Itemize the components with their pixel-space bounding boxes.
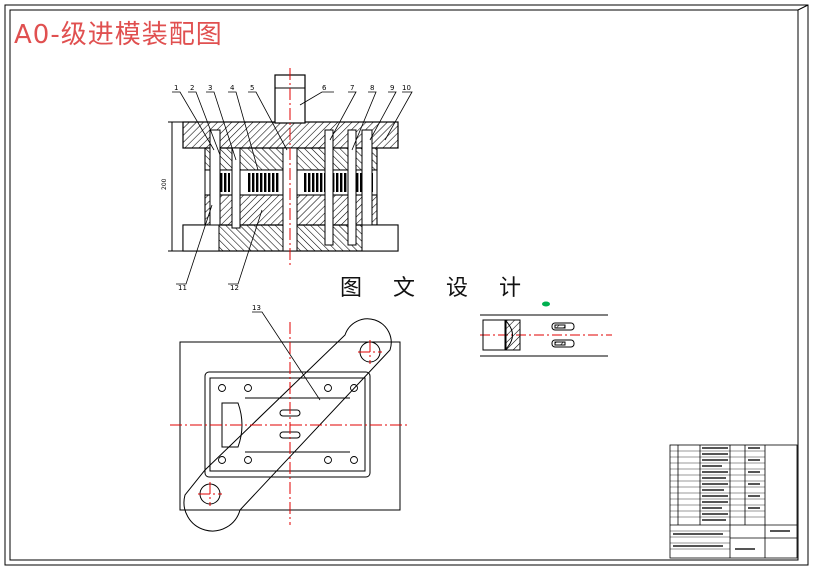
part-number: 1: [174, 84, 178, 92]
green-mark: [542, 301, 550, 307]
part-number: 7: [350, 84, 354, 92]
section-view: 200: [161, 68, 399, 265]
drawing-title: A0-级进模装配图: [14, 20, 223, 50]
part-number: 9: [390, 84, 394, 92]
title-block: [669, 444, 798, 559]
part-number: 2: [190, 84, 194, 92]
part-number: 12: [230, 284, 239, 292]
strip-layout: [480, 314, 612, 357]
part-number: 4: [230, 84, 235, 92]
part-number-labels: 1 2 3 4 5 6 7 8 9 10 11 12 13: [174, 84, 411, 312]
plan-centerlines: [170, 322, 410, 525]
watermark-text: 图 文 设 计: [340, 276, 533, 301]
title-block-fill: [673, 447, 790, 550]
part-number: 5: [250, 84, 254, 92]
part-number: 6: [322, 84, 327, 92]
part-number: 8: [370, 84, 374, 92]
title-block-rows: [670, 450, 765, 550]
part-number: 10: [402, 84, 411, 92]
drawing-frame: [4, 4, 809, 566]
part-number: 3: [208, 84, 212, 92]
part-leaders: [172, 91, 413, 401]
svg-text:200: 200: [161, 178, 168, 190]
part-number: 13: [252, 304, 261, 312]
part-number: 11: [178, 284, 187, 292]
